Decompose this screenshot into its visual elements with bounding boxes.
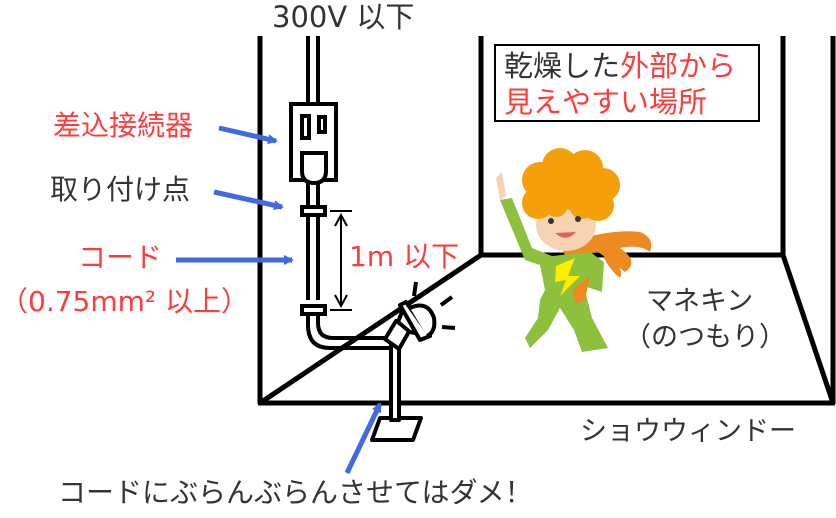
pointer-arrows [176, 125, 383, 475]
cord-lower [306, 183, 392, 350]
voltage-label: 300V 以下 [272, 0, 415, 34]
cord-supply [306, 36, 320, 104]
connector-label: 差込接続器 [53, 109, 194, 142]
mannequin-label: マネキン [646, 286, 754, 317]
plug-connector-icon [289, 102, 338, 186]
cord-label: コード [78, 241, 163, 274]
show-window-label: ショウウィンドー [580, 416, 796, 447]
mannequin-figure [496, 148, 652, 352]
location-dry: 乾燥した [504, 49, 621, 83]
warning-label: コードにぶらんぶらんさせてはダメ！ [58, 476, 533, 509]
attachment-point-label: 取り付け点 [50, 173, 191, 206]
attachment-clips [300, 205, 327, 316]
cord-spec-label: （0.75mm² 以上） [0, 285, 250, 318]
length-limit-label: 1m 以下 [349, 240, 459, 273]
dimension-arrow-icon [330, 210, 352, 311]
spotlight-icon [370, 281, 456, 442]
location-line-1: 乾燥した外部から [504, 52, 736, 81]
location-line-2: 見えやすい場所 [504, 85, 708, 119]
location-visible-outside: 外部から [620, 49, 737, 83]
mannequin-note-label: （のつもり） [624, 322, 786, 353]
location-note-box: 乾燥した外部から 見えやすい場所 [494, 44, 760, 122]
